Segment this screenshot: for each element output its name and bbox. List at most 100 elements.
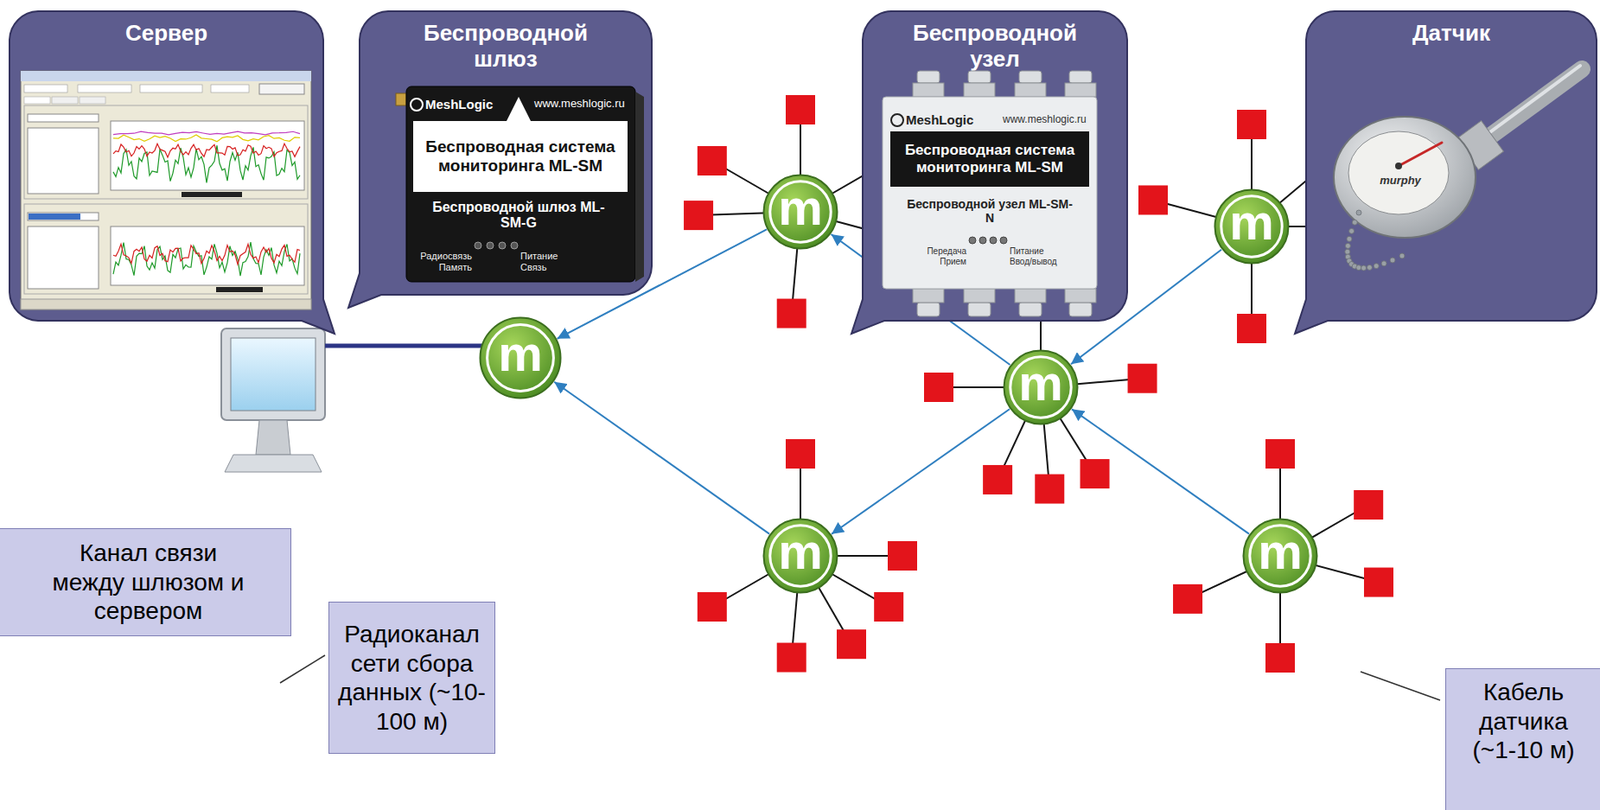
sensor-chain [1361,265,1367,271]
mesh-node-ring [1221,196,1282,257]
node-device [917,70,1092,317]
sensor-photo [1471,65,1581,147]
monitor-icon [255,420,291,455]
mesh-node: m [762,173,839,250]
callout-bubble: Датчик [1305,10,1598,322]
device-label: Связь [520,261,590,274]
node-device [1069,302,1092,317]
gateway-device [413,121,628,192]
note-box: Канал связи между шлюзом и сервером [0,528,292,637]
node-device [1064,82,1097,97]
software-screenshot [210,84,249,93]
mesh-node-icon [1243,519,1318,593]
device-label: www.meshlogic.ru [534,97,633,111]
sensor-square [1236,109,1267,140]
note-box: Кабель датчика (~1-10 м) [1445,668,1600,810]
bubble-outline [348,11,652,308]
mesh-node: m [1213,188,1290,265]
mesh-node-icon [764,175,838,249]
device-label: Радиосвязь [399,250,472,262]
node-device [882,96,1097,289]
bubble-outline [1294,11,1597,334]
device-label: Беспроводной шлюз ML-SM-G [432,197,606,234]
mesh-node-icon [480,318,561,399]
sensor-square [697,592,727,622]
software-screenshot [110,226,305,286]
software-screenshot [28,213,81,220]
node-device [917,302,940,317]
sensor-square [1080,458,1110,489]
chart-line [113,242,300,276]
note-text: Радиоканал сети сбора данных (~10-100 м) [334,619,490,736]
sensor-square [887,541,918,571]
mesh-node: m [478,316,562,400]
sensor-square [1034,474,1065,504]
software-screenshot [77,84,132,93]
node-device [1000,236,1008,244]
mesh-node-ring [770,525,831,587]
sensor-chain [1349,261,1355,268]
sensor-square [1353,490,1384,520]
sensor-square [777,299,807,329]
node-device [963,288,995,303]
sensor-square [785,95,816,125]
sensor-chain [1389,257,1396,263]
software-screenshot [27,212,99,221]
mesh-node-ring [1249,525,1311,587]
gateway-device [486,242,494,249]
leader-line [280,655,326,683]
sensor-square [785,439,816,469]
sensor-square [1364,567,1394,598]
gateway-device [510,242,518,249]
note-text: Кабель датчика (~1-10 м) [1458,677,1589,765]
node-device [912,82,944,97]
node-device [968,236,976,244]
sensor-square [1265,439,1295,469]
bubble-title: Беспроводной узел [895,10,1095,73]
node-device [979,236,987,244]
sensor-chain [1399,253,1405,259]
sensor-photo [1333,65,1582,271]
sensor-square [873,592,904,622]
software-screenshot [20,70,312,310]
software-screenshot [259,83,305,95]
node-logo-letter: m [497,328,543,388]
software-screenshot [27,226,99,289]
device-label: www.meshlogic.ru [1002,114,1095,127]
sensor-square [982,465,1013,495]
monitor-icon [224,454,322,472]
sensor-photo [1395,162,1403,170]
chart-line [113,131,300,276]
bubble-outline [8,10,325,322]
bubble-outline [851,11,1128,334]
node-device [917,70,940,83]
sensor-photo [1348,131,1449,215]
mesh-node-ring [1010,356,1071,418]
sensor-chain [1346,235,1352,242]
monitor-icon [230,337,316,411]
software-screenshot [110,121,305,191]
software-screenshot [20,299,312,310]
node-logo-letter: m [1257,526,1303,586]
mesh-node-icon [764,519,838,593]
bubble-title: Датчик [1351,10,1551,47]
software-screenshot [24,96,51,104]
gateway-device [410,98,423,111]
sensor-square [836,629,867,659]
software-screenshot [24,84,68,93]
note-box: Радиоканал сети сбора данных (~10-100 м) [328,601,496,754]
software-screenshot [27,114,99,122]
device-label: murphy [1372,174,1428,188]
server-link [325,344,502,349]
mesh-node: m [1242,517,1319,594]
bubble-title: Сервер [67,10,267,47]
node-device [968,70,991,83]
bubble-outline [1305,10,1598,322]
chart-line [113,134,300,142]
radio-link-arrow [1071,408,1250,534]
node-device [1019,70,1042,83]
node-device [912,288,944,303]
device-label: Питание [520,250,590,262]
